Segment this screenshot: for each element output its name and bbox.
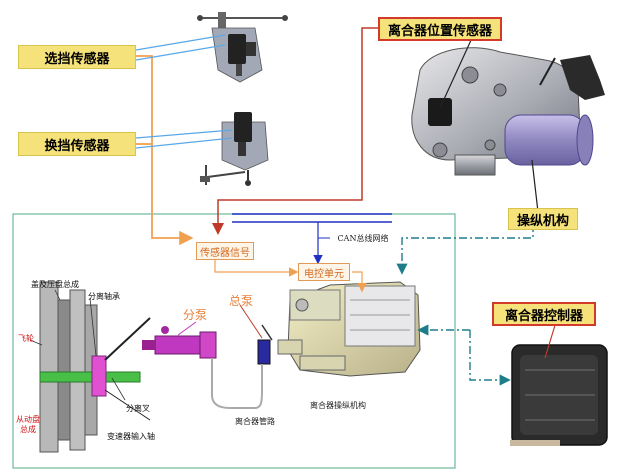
- ecu-box: 电控单元: [298, 263, 350, 281]
- clutch-pipe-label: 离合器管路: [235, 416, 275, 426]
- clutch-controller-illustration: [510, 344, 608, 446]
- transmission-input-shaft-label: 变速器输入轴: [107, 431, 155, 441]
- clutch-control-mechanism-illustration: [277, 281, 421, 377]
- line-signal-to-ecu: [214, 260, 299, 277]
- clutch-pipe-line: [211, 358, 263, 409]
- control-mechanism-label: 操纵机构: [508, 208, 578, 230]
- gear-shift-sensor-label: 换挡传感器: [18, 132, 136, 156]
- sub-pump-illustration: [142, 326, 217, 359]
- gear-select-sensor-illustration: [197, 12, 288, 83]
- pressure-plate-label: 盖及压盘总成: [31, 279, 79, 289]
- gear-select-sensor-label: 选挡传感器: [18, 45, 136, 69]
- clutch-actuator-label: 离合器操纵机构: [310, 400, 366, 410]
- line-position-sensor-to-signal: [212, 27, 378, 235]
- driven-disc-label: 从动盘总成: [16, 415, 40, 434]
- gear-shift-sensor-illustration: [199, 112, 269, 186]
- dash-mechanism-to-can: [396, 208, 534, 275]
- flywheel-label: 飞轮: [18, 333, 34, 343]
- master-pump-illustration: [257, 324, 273, 365]
- clutch-controller-label: 离合器控制器: [492, 302, 596, 326]
- clutch-position-sensor-label: 离合器位置传感器: [378, 17, 502, 41]
- line-select-sensor-to-signal: [136, 55, 194, 246]
- dash-controller-loop: [469, 330, 511, 386]
- release-bearing-label: 分离轴承: [88, 291, 120, 301]
- can-bus-label: CAN总线网络: [337, 233, 389, 243]
- release-fork-label: 分离叉: [126, 403, 150, 413]
- clutch-actuator-assembly-illustration: [411, 47, 605, 176]
- clutch-disc-assembly-illustration: [39, 281, 151, 453]
- master-pump-label: 总泵: [228, 293, 253, 308]
- sub-pump-label: 分泵: [182, 307, 207, 322]
- sensor-signal-box: 传感器信号: [196, 242, 254, 260]
